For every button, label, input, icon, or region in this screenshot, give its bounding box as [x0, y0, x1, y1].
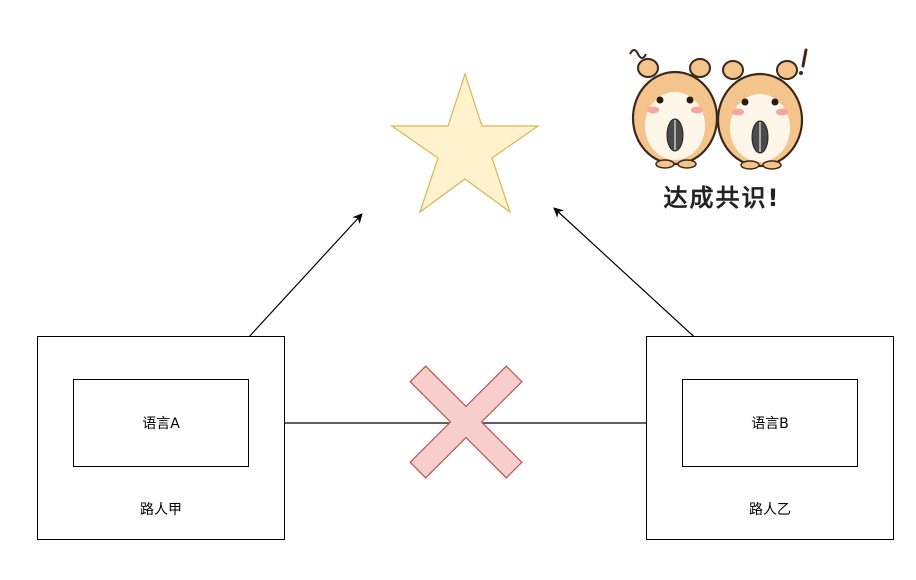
cross-icon	[409, 365, 523, 479]
sticker-caption: 达成共识!	[663, 184, 781, 212]
star-icon	[390, 72, 540, 214]
language-a-label: 语言A	[142, 416, 180, 432]
language-b-label: 语言B	[751, 416, 789, 432]
two-hamsters-icon	[629, 48, 808, 170]
person-a-label: 路人甲	[140, 502, 182, 518]
hamster-left	[629, 49, 719, 169]
language-b-box: 语言B	[682, 379, 858, 467]
hamster-right	[716, 48, 808, 170]
language-a-box: 语言A	[73, 379, 249, 467]
person-b-label: 路人乙	[749, 502, 791, 518]
